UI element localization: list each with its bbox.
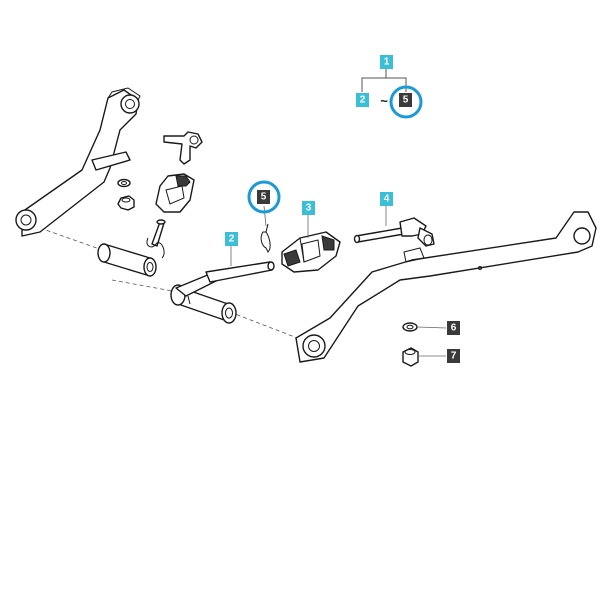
legend-range-separator: ~: [380, 94, 388, 109]
callout-2: 2: [225, 232, 238, 246]
left-pin: [146, 219, 166, 259]
left-nut: [117, 195, 135, 211]
right-washer: [402, 322, 418, 332]
legend-range-start-label: 2: [360, 95, 366, 106]
legend-range-start-callout: 2: [356, 93, 369, 107]
left-clamp: [155, 173, 195, 213]
legend-group-callout: 1: [380, 55, 393, 69]
left-cross-tube: [97, 243, 157, 277]
callout-5-highlight-ring: [247, 180, 281, 214]
spring-clip: [260, 223, 271, 253]
callout-6: 6: [447, 321, 460, 335]
callout-3-label: 3: [306, 203, 312, 214]
center-clamp: [281, 231, 341, 273]
legend-range-end-callout: 5: [399, 93, 412, 107]
right-arm: [295, 211, 597, 363]
group-bracket: [361, 68, 407, 92]
right-nut: [402, 347, 419, 367]
callout-2-label: 2: [229, 234, 235, 245]
callout-6-label: 6: [451, 323, 457, 334]
center-rod: [205, 261, 275, 283]
callout-5-label: 5: [261, 192, 267, 203]
callout-4: 4: [380, 192, 393, 206]
callout-5: 5: [257, 190, 270, 204]
legend-group-label: 1: [384, 57, 390, 68]
upper-ball-joint: [163, 131, 203, 165]
left-washer: [117, 178, 131, 188]
callout-3: 3: [302, 201, 315, 215]
left-arm: [15, 87, 141, 237]
legend-highlight-ring: [389, 85, 423, 119]
leader-lines: [230, 205, 447, 357]
tie-rod: [353, 217, 435, 247]
pivot-tube: [170, 273, 237, 324]
callout-7: 7: [447, 349, 460, 363]
legend-range-end-label: 5: [403, 95, 409, 106]
callout-7-label: 7: [451, 351, 457, 362]
callout-4-label: 4: [384, 194, 390, 205]
